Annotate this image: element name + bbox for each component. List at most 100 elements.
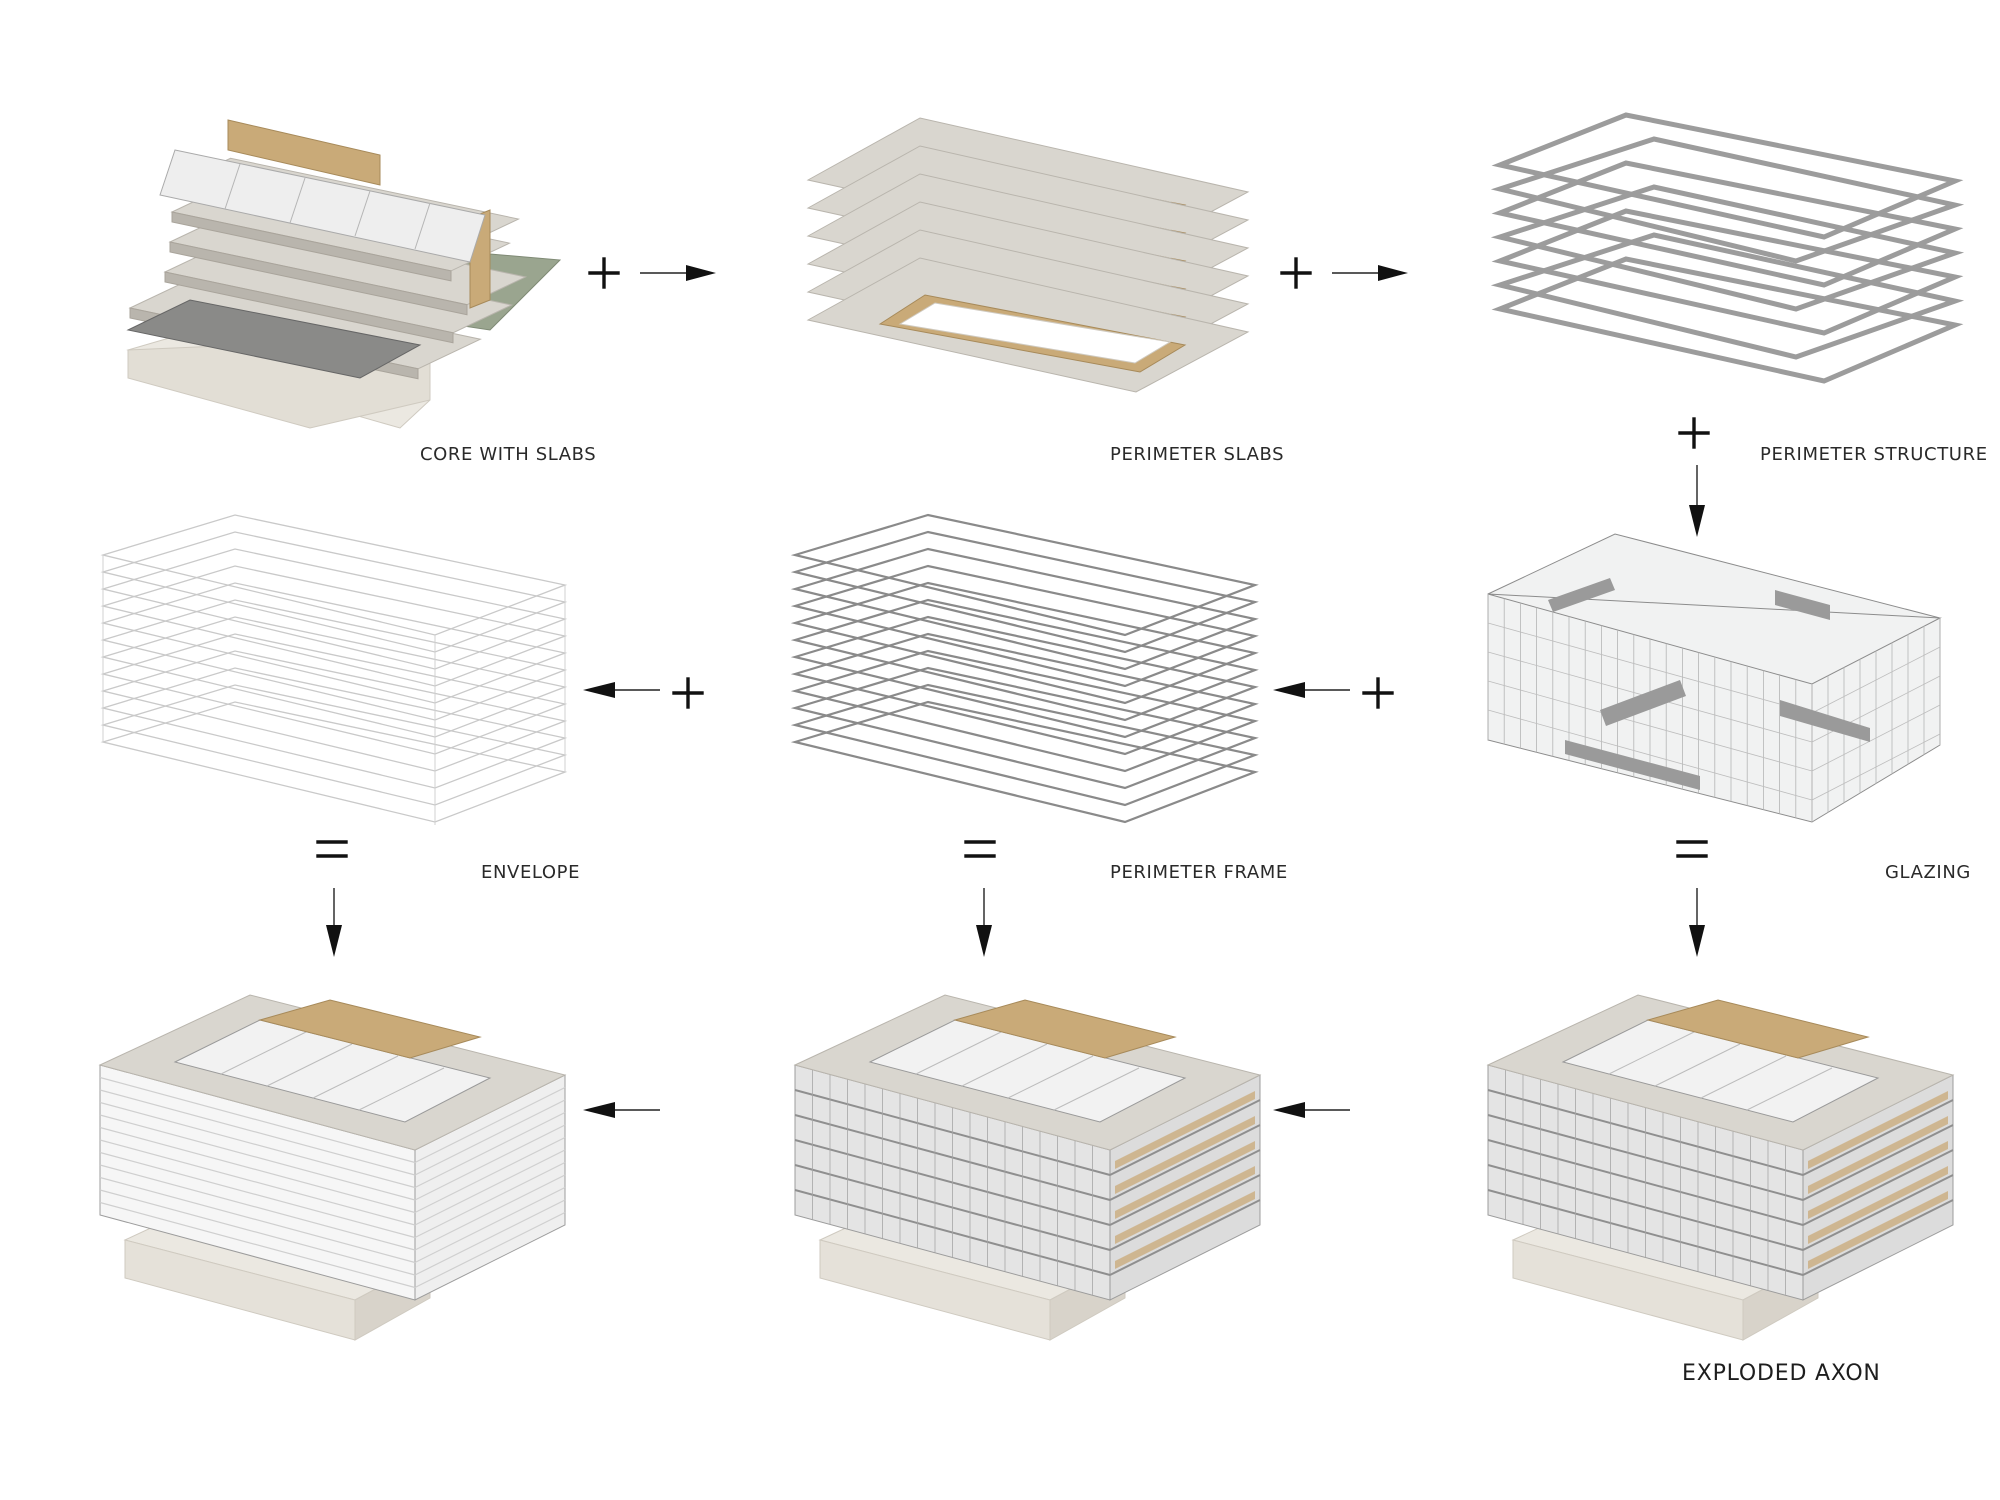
building-floor-line — [99, 1089, 416, 1176]
perimeter-slab-void — [898, 302, 1172, 364]
roof-panel-seam — [915, 1031, 1002, 1075]
glazing-transom — [1487, 680, 1813, 772]
glazing-transom — [1811, 646, 1941, 714]
envelope-ring — [100, 548, 568, 670]
envelope-ring — [100, 616, 568, 738]
building-floor-line — [99, 1076, 416, 1164]
arrow-left-icon — [1273, 682, 1350, 698]
glazing-model — [1487, 533, 1942, 823]
building-wood-band — [1115, 1141, 1255, 1219]
building-floor-line — [1802, 1174, 1954, 1251]
building-roof-panels — [1561, 1019, 1880, 1123]
label-exploded-axon: EXPLODED AXON — [1682, 1361, 1881, 1386]
envelope-ring — [100, 514, 568, 636]
envelope-ring — [100, 684, 568, 806]
building-floor-line — [414, 1211, 566, 1289]
plus-icon — [1678, 417, 1710, 449]
building-floor-line — [1802, 1149, 1954, 1226]
structure-ring — [1491, 208, 1964, 336]
equals-icon — [964, 840, 996, 858]
building-floor-line — [414, 1111, 566, 1189]
perimeter-frame-model — [790, 513, 1259, 824]
structure-ring — [1490, 232, 1965, 360]
frame-ring — [790, 700, 1259, 824]
glazing-transom — [1811, 704, 1941, 772]
building-wood-band — [1808, 1166, 1948, 1244]
final-building-envelope — [98, 994, 567, 1341]
glazing-transom — [1487, 709, 1813, 801]
structure-ring — [1491, 112, 1964, 240]
building-floor-line — [1109, 1199, 1261, 1276]
core-slab-edge — [171, 211, 452, 282]
building-floor-line — [99, 1126, 416, 1214]
building-floor-line — [99, 1176, 416, 1264]
label-perimeter-slabs: PERIMETER SLABS — [1110, 444, 1284, 465]
arrow-right-icon — [1332, 265, 1408, 281]
structure-ring — [1490, 184, 1965, 312]
building-floor-line — [1109, 1124, 1261, 1201]
building-floor-line — [99, 1139, 416, 1226]
arrow-left-icon — [583, 1102, 660, 1118]
perimeter-structure-model — [1490, 112, 1965, 384]
frame-ring — [790, 530, 1259, 654]
roof-panel-seam — [220, 1031, 307, 1075]
frame-ring — [790, 683, 1259, 807]
roof-panel-seam — [1608, 1031, 1695, 1075]
building-floor-line — [1109, 1099, 1261, 1176]
building-floor-line — [99, 1101, 416, 1189]
building-floor-line — [414, 1136, 566, 1214]
arrow-left-icon — [583, 682, 660, 698]
envelope-ring — [100, 565, 568, 687]
glazing-transom — [1487, 622, 1813, 714]
building-floor-line — [414, 1199, 566, 1276]
label-perimeter-frame: PERIMETER FRAME — [1110, 862, 1288, 883]
building-floor-line — [414, 1086, 566, 1164]
building-wood-band — [1115, 1166, 1255, 1244]
roof-panel-seam — [1007, 1055, 1094, 1099]
envelope-ring — [100, 667, 568, 789]
plus-icon — [588, 257, 620, 289]
label-glazing: GLAZING — [1885, 862, 1971, 883]
building-floor-line — [414, 1099, 566, 1176]
building-wood-band — [1808, 1091, 1948, 1169]
envelope-ring — [100, 599, 568, 721]
building-roof-wood — [953, 999, 1177, 1059]
building-roof-wood — [258, 999, 482, 1059]
frame-ring — [790, 649, 1259, 773]
frame-ring — [790, 632, 1259, 756]
plus-icon — [672, 677, 704, 709]
frame-ring — [790, 564, 1259, 688]
building-floor-line — [99, 1164, 416, 1251]
frame-ring — [790, 581, 1259, 705]
frame-ring — [790, 513, 1259, 637]
final-building-frame — [793, 994, 1262, 1341]
equals-icon — [316, 840, 348, 858]
building-floor-line — [99, 1114, 416, 1201]
building-roof-panels — [868, 1019, 1187, 1123]
arrow-down-icon — [976, 888, 992, 957]
envelope-ring — [100, 633, 568, 755]
arrow-left-icon — [1273, 1102, 1350, 1118]
building-wood-band — [1808, 1116, 1948, 1194]
building-wood-band — [1115, 1191, 1255, 1269]
glazing-transom — [1811, 733, 1941, 801]
building-floor-line — [414, 1124, 566, 1201]
building-roof-wood — [1646, 999, 1870, 1059]
building-floor-line — [414, 1174, 566, 1251]
arrow-down-icon — [1689, 888, 1705, 957]
building-wood-band — [1115, 1116, 1255, 1194]
envelope-ring — [100, 650, 568, 772]
building-floor-line — [99, 1201, 416, 1289]
building-floor-line — [1109, 1149, 1261, 1226]
label-core-with-slabs: CORE WITH SLABS — [420, 444, 596, 465]
roof-panel-seam — [312, 1055, 399, 1099]
structure-ring — [1491, 256, 1964, 384]
structure-ring — [1490, 136, 1965, 264]
roof-panel-seam — [358, 1067, 445, 1111]
plus-icon — [1362, 677, 1394, 709]
building-floor-line — [1109, 1174, 1261, 1251]
frame-ring — [790, 598, 1259, 722]
building-floor-line — [99, 1151, 416, 1239]
core-ground-floor — [126, 299, 422, 379]
